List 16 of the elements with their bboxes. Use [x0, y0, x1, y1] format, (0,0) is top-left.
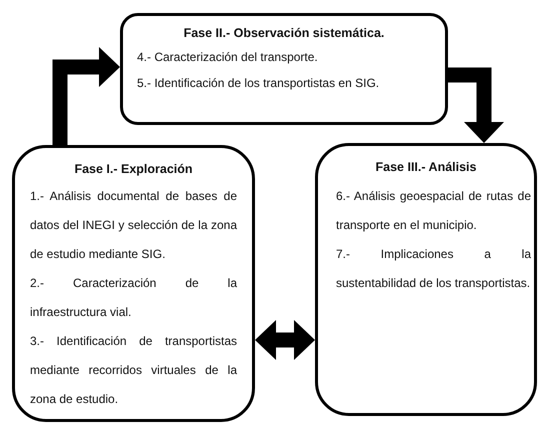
step-text: 5.- Identificación de los transportistas en SIG. — [137, 75, 380, 92]
phase-box — [12, 145, 255, 422]
block-arrow — [255, 320, 315, 360]
step-text: 6.- Análisis geoespacial de rutas de transporte en el municipio. — [336, 188, 531, 234]
step-text: 3.- Identificación de transportistas mediante recorridos virtuales de la zona de estudio. — [30, 333, 237, 408]
phase-heading: Fase II.- Observación sistemática. — [182, 26, 386, 40]
block-arrow — [52, 47, 120, 145]
step-text: 7.- Implicaciones a la sustentabilidad de los transportistas. — [336, 246, 531, 292]
step-text: 1.- Análisis documental de bases de datos del INEGI y selección de la zona de estudio mediante SIG. — [30, 188, 237, 263]
phase-box — [120, 13, 448, 125]
step-text: 2.- Caracterización de la infraestructura vial. — [30, 275, 237, 321]
step-text: 4.- Caracterización del transporte. — [137, 49, 319, 66]
phase-heading: Fase III.- Análisis — [374, 160, 478, 174]
phase-heading: Fase I.- Exploración — [73, 162, 194, 176]
block-arrow — [448, 68, 504, 143]
phase-box — [315, 143, 537, 416]
